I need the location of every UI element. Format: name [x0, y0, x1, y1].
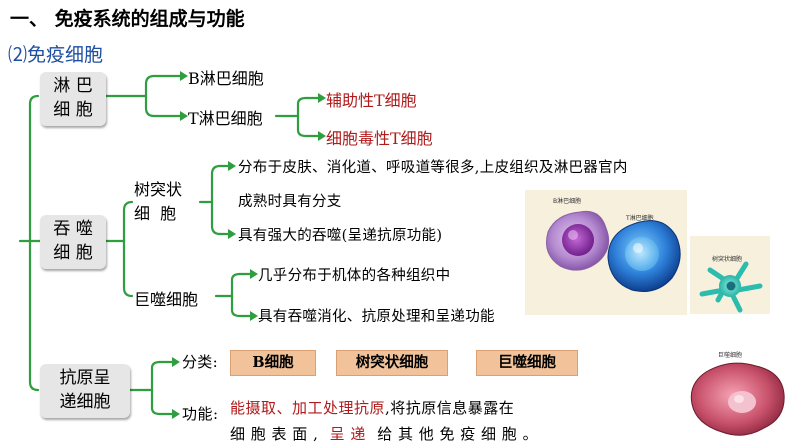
- dendritic-label-2: 细 胞: [134, 204, 177, 223]
- dendritic-caption: 树突状细胞: [712, 256, 743, 263]
- phagocyte-box: 吞 噬 细 胞: [40, 215, 106, 269]
- dendritic-cell-icon: [699, 261, 763, 313]
- phagocyte-label-1: 吞 噬: [53, 219, 93, 239]
- t-lymphocyte-label: T淋巴细胞: [188, 109, 263, 128]
- dendritic-bracket: [210, 164, 222, 236]
- root-bracket: [28, 94, 40, 392]
- b-cell-caption: B淋巴细胞: [553, 198, 582, 205]
- macrophage-desc-1: 几乎分布于机体的各种组织中: [258, 268, 451, 284]
- cytotoxic-t-label: 细胞毒性T细胞: [326, 129, 433, 148]
- function-black-2a: 细 胞 表 面 ,: [230, 425, 319, 443]
- lymphocyte-label-1: 淋 巴: [53, 76, 93, 96]
- macrophage-icon: [690, 362, 785, 436]
- b-lymphocyte-label: B淋巴细胞: [188, 69, 264, 88]
- apc-function-label: 功能:: [182, 405, 219, 423]
- function-red-1: 能摄取、加工处理抗原: [230, 399, 386, 417]
- tcell-bracket: [296, 96, 308, 138]
- macrophage-caption: 巨噬细胞: [718, 352, 743, 359]
- function-red-2: 呈 递: [329, 425, 366, 443]
- apc-bracket: [150, 360, 162, 416]
- lymphocyte-box: 淋 巴 细 胞: [40, 72, 106, 126]
- function-black-1: ,将抗原信息暴露在: [385, 399, 515, 417]
- section-subtitle: ⑵免疫细胞: [8, 44, 104, 66]
- dendritic-desc-1b: 成熟时具有分支: [238, 194, 342, 210]
- type-box-dendritic: 树突状细胞: [336, 350, 448, 376]
- function-black-2b: 给 其 他 免 疫 细 胞 。: [377, 425, 539, 443]
- phago-bracket: [122, 200, 134, 298]
- dendritic-label-1: 树突状: [134, 180, 183, 199]
- lymphocyte-label-2: 细 胞: [53, 100, 93, 120]
- lymph-bracket: [144, 74, 156, 118]
- t-cell-icon: [607, 220, 681, 292]
- apc-types-label: 分类:: [182, 353, 218, 371]
- dendritic-desc-2: 具有强大的吞噬(呈递抗原功能): [238, 228, 443, 244]
- macrophage-label: 巨噬细胞: [134, 290, 199, 309]
- macro-bracket: [230, 272, 242, 318]
- b-cell-icon: [546, 210, 610, 271]
- dendritic-desc-1: 分布于皮肤、消化道、呼吸道等很多,上皮组织及淋巴器官内: [238, 160, 628, 176]
- dendritic-label: 树突状 细 胞: [134, 178, 182, 226]
- t-cell-caption: T淋巴细胞: [626, 215, 654, 222]
- type-box-b-cell: B细胞: [230, 350, 316, 376]
- apc-function-line-1: 能摄取、加工处理抗原,将抗原信息暴露在: [230, 395, 514, 421]
- apc-function-line-2: 细 胞 表 面 , 呈 递 给 其 他 免 疫 细 胞 。: [230, 421, 538, 447]
- apc-label-1: 抗原呈: [59, 368, 111, 388]
- page-title: 一、 免疫系统的组成与功能: [10, 8, 245, 30]
- macrophage-desc-2: 具有吞噬消化、抗原处理和呈递功能: [258, 309, 495, 325]
- type-box-macrophage: 巨噬细胞: [476, 350, 578, 376]
- phagocyte-label-2: 细 胞: [53, 243, 93, 263]
- apc-label-2: 递细胞: [59, 392, 111, 412]
- helper-t-label: 辅助性T细胞: [326, 91, 417, 110]
- apc-box: 抗原呈 递细胞: [40, 364, 130, 418]
